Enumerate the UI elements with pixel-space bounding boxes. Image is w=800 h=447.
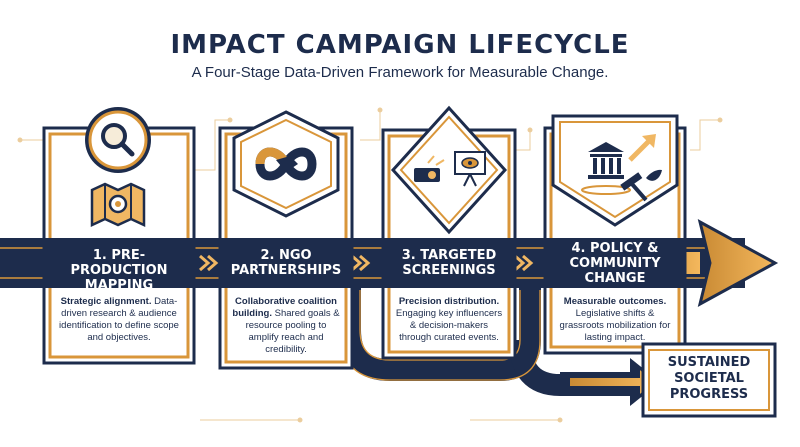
outcome-box	[641, 342, 777, 418]
stage-3-description: Precision distribution. Engaging key inf…	[395, 296, 503, 344]
page-subtitle: A Four-Stage Data-Driven Framework for M…	[191, 64, 609, 81]
page-title: IMPACT CAMPAIGN LIFECYCLE	[170, 30, 630, 60]
outcome-label: SUSTAINED SOCIETAL PROGRESS	[667, 355, 751, 402]
stage-3-text: Engaging key influencers & decision-make…	[395, 308, 503, 343]
stage-1-title: 1. PRE-PRODUCTION MAPPING	[70, 248, 168, 293]
main-arrow-head	[697, 219, 779, 307]
stage-1-lead: Strategic alignment.	[60, 296, 152, 307]
projector-screen-icon	[390, 105, 508, 235]
stage-2-description: Collaborative coalition building. Shared…	[232, 296, 340, 356]
stage-1-description: Strategic alignment. Data-driven researc…	[58, 296, 180, 344]
stage-3-title: 3. TARGETED SCREENINGS	[401, 248, 497, 278]
band-chevrons	[199, 254, 534, 272]
magnifying-glass-icon	[85, 107, 151, 173]
stage-4-title: 4. POLICY & COMMUNITY CHANGE	[569, 241, 661, 286]
stage-4-text: Legislative shifts & grassroots mobiliza…	[559, 308, 671, 343]
stage-3-lead: Precision distribution.	[398, 296, 500, 307]
stage-2-text: Shared goals & resource pooling to ampli…	[245, 308, 340, 355]
stage-card-1	[42, 126, 196, 365]
stage-4-description: Measurable outcomes. Legislative shifts …	[557, 296, 673, 344]
courthouse-gavel-growth-icon	[551, 114, 679, 227]
stage-1-text: Data-driven research & audience identifi…	[59, 296, 179, 343]
stage-2-title: 2. NGO PARTNERSHIPS	[230, 248, 342, 278]
handshake-infinity-icon	[232, 110, 340, 218]
stage-4-lead: Measurable outcomes.	[563, 296, 667, 307]
stage-2-lead: Collaborative coalition building.	[232, 296, 337, 319]
map-gear-icon	[90, 182, 146, 227]
